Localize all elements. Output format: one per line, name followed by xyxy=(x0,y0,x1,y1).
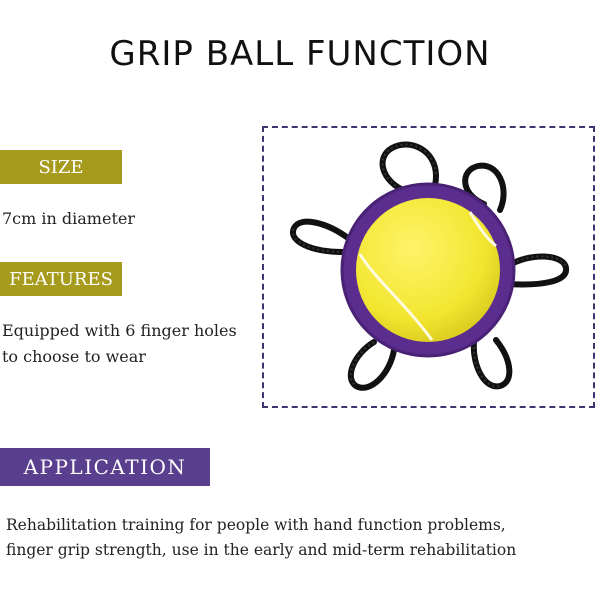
finger-loop-upper-right xyxy=(462,162,507,213)
application-label: APPLICATION xyxy=(0,448,210,486)
finger-loop-right xyxy=(505,253,569,288)
features-line-2: to choose to wear xyxy=(2,347,146,366)
finger-loop-lower-right xyxy=(470,337,513,390)
size-label: SIZE xyxy=(0,150,122,184)
product-photo-frame xyxy=(262,126,595,408)
features-description: Equipped with 6 finger holes to choose t… xyxy=(2,318,237,370)
features-line-1: Equipped with 6 finger holes xyxy=(2,321,237,340)
size-label-text: SIZE xyxy=(38,156,84,178)
application-label-text: APPLICATION xyxy=(23,455,187,479)
features-label-text: FEATURES xyxy=(9,268,113,290)
finger-loop-lower-left xyxy=(347,339,397,391)
ball-seam xyxy=(358,253,434,341)
features-label: FEATURES xyxy=(0,262,122,296)
application-line-1: Rehabilitation training for people with … xyxy=(6,516,506,534)
application-description: Rehabilitation training for people with … xyxy=(6,513,516,563)
grip-ball-illustration xyxy=(290,141,569,391)
yellow-ball xyxy=(356,198,500,342)
page-title: GRIP BALL FUNCTION xyxy=(109,34,491,74)
application-line-2: finger grip strength, use in the early a… xyxy=(6,541,517,559)
finger-loop-left xyxy=(290,218,351,255)
size-description: 7cm in diameter xyxy=(2,209,135,228)
